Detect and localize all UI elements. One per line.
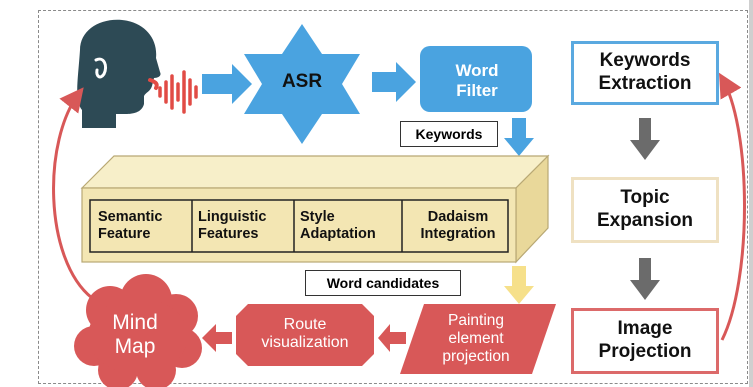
painting-projection-shape <box>400 304 556 374</box>
keywords-extraction-box: Keywords Extraction <box>571 41 719 105</box>
arrow-to-route <box>378 324 406 352</box>
semantic-feature-cell: Semantic Feature <box>98 208 163 242</box>
mind-map-cloud <box>74 274 202 387</box>
linguistic-features-cell: Linguistic Features <box>198 208 267 242</box>
arrow-down-candidates <box>504 266 534 304</box>
arrow-to-word-filter <box>372 62 416 102</box>
painting-projection-label: Painting element projection <box>442 312 510 365</box>
arrow-down-keywords <box>504 118 534 156</box>
route-visualization-label: Route visualization <box>261 315 349 351</box>
arrow-to-image-projection <box>630 258 660 300</box>
word-filter-label: Word Filter <box>455 61 499 100</box>
human-head-speaking-icon <box>77 19 161 128</box>
diagram-frame <box>38 10 748 384</box>
image-projection-box: Image Projection <box>571 308 719 374</box>
word-candidates-tag: Word candidates <box>305 270 461 296</box>
window-edge <box>749 0 753 387</box>
dadaism-integration-cell: Dadaism Integration <box>420 208 496 242</box>
sound-wave-icon <box>158 70 198 114</box>
feedback-arrow-left <box>52 87 93 300</box>
arrow-to-mind-map <box>202 324 232 352</box>
topic-expansion-box: Topic Expansion <box>571 177 719 243</box>
route-visualization-shape <box>236 304 374 366</box>
arrow-to-asr <box>202 64 252 104</box>
asr-label: ASR <box>281 71 323 93</box>
asr-star <box>244 24 360 144</box>
mind-map-label: Mind Map <box>112 310 158 358</box>
style-adaptation-cell: Style Adaptation <box>300 208 376 242</box>
keywords-tag: Keywords <box>400 121 498 147</box>
feedback-arrow-right <box>719 72 746 341</box>
word-filter-box <box>420 46 532 112</box>
arrow-to-topic-expansion <box>630 118 660 160</box>
feature-prism <box>80 154 550 264</box>
